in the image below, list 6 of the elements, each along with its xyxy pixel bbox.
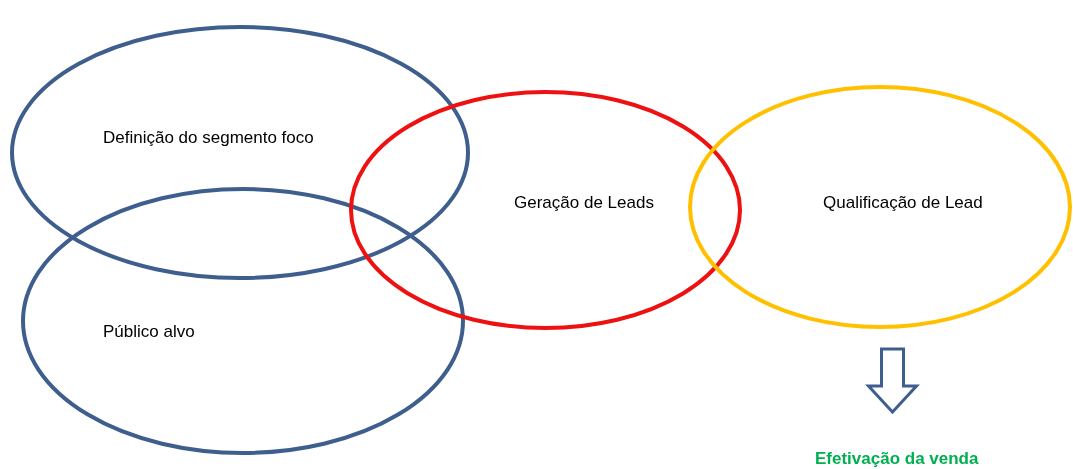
stage-label: Definição do segmento foco xyxy=(103,128,314,148)
stage-label: Geração de Leads xyxy=(514,193,654,213)
block-arrow xyxy=(865,347,920,415)
stage-label: Público alvo xyxy=(103,322,195,342)
result-label: Efetivação da venda xyxy=(815,449,979,469)
stage-label: Qualificação de Lead xyxy=(823,193,983,213)
